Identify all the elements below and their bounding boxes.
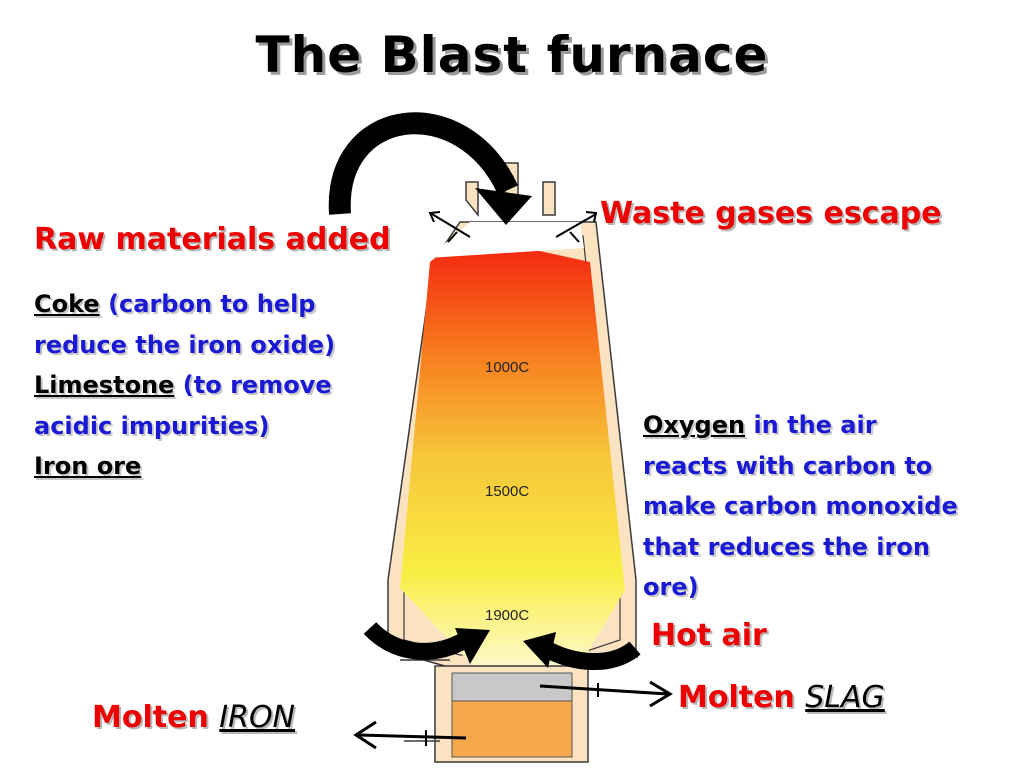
raw-materials-label: Raw materials added [34,222,391,257]
iron-ore-term: Iron ore [34,452,142,480]
hot-air-arrow-left-icon [363,621,490,664]
oxygen-line-1: Oxygen in the air [643,405,1018,446]
temp-label-middle: 1500C [485,483,529,500]
coke-desc-1: (carbon to help [108,290,316,318]
temp-label-bottom: 1900C [485,607,529,624]
oxygen-line-2: reacts with carbon to [643,451,933,480]
limestone-desc-2: acidic impurities) [34,411,270,440]
iron-outlet-arrow-icon [353,720,467,750]
oxygen-term: Oxygen [643,411,746,439]
temp-label-top: 1000C [485,359,529,376]
furnace-top-cone [428,222,584,258]
raw-materials-curved-arrow-icon [328,112,532,225]
oxygen-line-5: ore) [643,573,699,601]
oxygen-line-4: that reduces the iron [643,532,930,561]
oxygen-line-1-rest: in the air [753,411,877,439]
waste-gases-label: Waste gases escape [600,196,942,231]
limestone-item: Limestone (to remove [34,365,424,406]
limestone-term: Limestone [34,371,175,399]
molten-iron-label: Molten IRON [92,700,295,735]
raw-materials-list: Coke (carbon to help reduce the iron oxi… [34,284,424,487]
molten-slag-word: SLAG [805,680,885,715]
molten-slag-prefix: Molten [678,680,795,715]
furnace-interior [400,250,625,665]
oxygen-line-3: make carbon monoxide [643,492,958,520]
waste-gas-arrow-left-icon [428,211,471,243]
slag-outlet-arrow-icon [539,680,673,708]
coke-desc-2: reduce the iron oxide) [34,330,336,359]
coke-term: Coke [34,290,100,318]
page-title: The Blast furnace [255,26,769,84]
waste-gas-arrow-right-icon [555,211,598,243]
oxygen-note: Oxygen in the air reacts with carbon to … [643,405,1018,608]
hot-air-label: Hot air [651,618,767,653]
hot-air-arrow-right-icon [523,632,641,671]
limestone-desc-1: (to remove [182,371,332,399]
molten-slag-label: Molten SLAG [678,680,885,715]
molten-iron-word: IRON [219,700,295,735]
molten-iron-prefix: Molten [92,700,209,735]
coke-item: Coke (carbon to help [34,284,424,325]
iron-ore-item: Iron ore [34,446,424,487]
molten-iron-layer [451,700,573,758]
